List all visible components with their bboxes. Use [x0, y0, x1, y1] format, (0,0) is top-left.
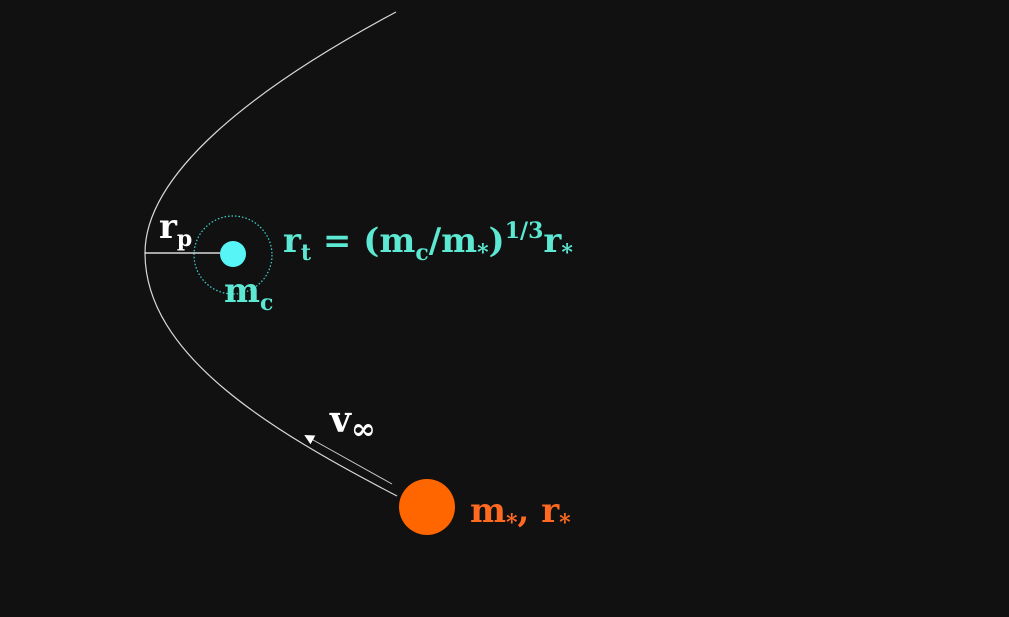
- formula-r-sub: t: [301, 240, 312, 266]
- star-label: m*, r*: [470, 491, 571, 536]
- formula-exponent: 1/3: [505, 218, 544, 244]
- formula-m1-sub: c: [415, 240, 428, 266]
- star-m: m: [470, 491, 506, 531]
- formula-equals: = (: [311, 221, 379, 261]
- rp-label: rp: [159, 207, 192, 252]
- formula-r2-sub: *: [561, 240, 573, 266]
- mc-label: mc: [224, 271, 273, 316]
- formula-m2-sub: *: [477, 240, 489, 266]
- v-infinity-label: v∞: [329, 399, 376, 447]
- formula-m2: m: [441, 221, 477, 261]
- star-r-sub: *: [559, 510, 571, 536]
- rp-sub: p: [177, 226, 192, 252]
- formula-r2: r: [543, 221, 562, 261]
- star-r: r: [541, 491, 560, 531]
- star-comma: ,: [518, 491, 542, 531]
- tidal-radius-formula: rt = (mc/m*)1/3r*: [283, 218, 573, 266]
- formula-close: ): [489, 221, 505, 261]
- v-sub: ∞: [351, 412, 376, 447]
- mc-sub: c: [260, 290, 273, 316]
- mc-main: m: [224, 271, 260, 311]
- compact-object: [220, 241, 246, 267]
- v-main: v: [329, 399, 352, 441]
- formula-m1: m: [379, 221, 415, 261]
- star-m-sub: *: [506, 510, 518, 536]
- formula-r: r: [283, 221, 302, 261]
- formula-slash: /: [429, 221, 442, 261]
- star: [399, 479, 455, 535]
- rp-main: r: [159, 207, 178, 247]
- velocity-arrow: [304, 435, 393, 485]
- tidal-radius-circle: [193, 215, 273, 295]
